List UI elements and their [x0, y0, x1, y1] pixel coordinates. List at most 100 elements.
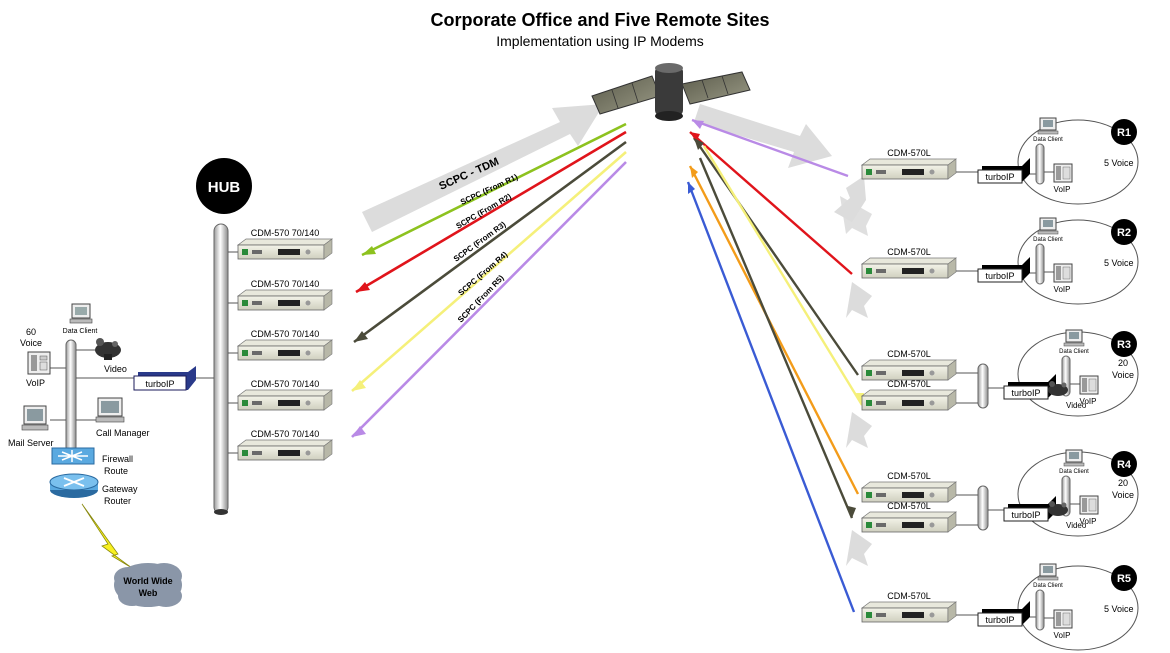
turboip-label: turboIP	[1011, 388, 1040, 398]
voip-label: VoIP	[26, 378, 45, 388]
video-camera-icon	[95, 338, 121, 360]
remote-r3-modem-1-label: CDM-570L	[887, 349, 931, 359]
data-client-label: Data Client	[1059, 469, 1089, 475]
remote-r5-modem-1: CDM-570L	[860, 591, 958, 623]
video-label: Video	[1066, 521, 1087, 530]
data-client-label: Data Client	[63, 328, 98, 335]
data-client-icon	[69, 303, 93, 324]
site-badge-r1	[1111, 119, 1137, 145]
world-wide-web-cloud	[114, 563, 182, 607]
voice-count: 20	[1118, 478, 1128, 488]
remote-r1-modem-1-label: CDM-570L	[887, 148, 931, 158]
site-badge-label: R2	[1117, 227, 1131, 239]
remote-r1-modem-1: CDM-570L	[860, 148, 958, 180]
link-r5-to-hub	[351, 161, 627, 438]
hub-modem-1: CDM-570 70/140	[236, 228, 334, 260]
cloud-label-2: Web	[139, 588, 158, 598]
remote-r3-modem-1: CDM-570L	[860, 349, 958, 381]
hub-arrowheads	[352, 246, 376, 437]
turboip-device	[977, 268, 1023, 283]
site-badge-label: R3	[1117, 339, 1131, 351]
firewall-label-2: Route	[104, 466, 128, 476]
voice-label: 5 Voice	[1104, 258, 1134, 268]
video-label: Video	[1066, 401, 1087, 410]
diagram-title: Corporate Office and Five Remote Sites	[430, 10, 769, 30]
remote-r4-modem-2-label: CDM-570L	[887, 501, 931, 511]
remote-r3-modem-2: CDM-570L	[860, 379, 958, 411]
voice-label: Voice	[20, 338, 42, 348]
turboip-device	[1003, 507, 1049, 522]
link-r3-to-hub	[353, 140, 627, 344]
hub-modem-1-label: CDM-570 70/140	[251, 228, 320, 238]
corporate-turboip-device	[133, 366, 196, 391]
turboip-label: turboIP	[985, 615, 1014, 625]
voice-count: 20	[1118, 358, 1128, 368]
site-badge-r3	[1111, 331, 1137, 357]
remote-r2-modem-1-label: CDM-570L	[887, 247, 931, 257]
remote-r3-modem-2-label: CDM-570L	[887, 379, 931, 389]
turboip-label: turboIP	[1011, 510, 1040, 520]
gateway-router-icon	[49, 473, 99, 498]
site-badge-r2	[1111, 219, 1137, 245]
data-client-label: Data Client	[1033, 583, 1063, 589]
voip-phone-icon	[27, 351, 51, 375]
link-r4-to-hub	[351, 151, 627, 392]
voice-label: 5 Voice	[1104, 158, 1134, 168]
site-badge-label: R1	[1117, 127, 1131, 139]
hub-modem-5: CDM-570 70/140	[236, 429, 334, 461]
hub-modem-4: CDM-570 70/140	[236, 379, 334, 411]
remote-r4-modem-1: CDM-570L	[860, 471, 958, 503]
hub-modem-5-label: CDM-570 70/140	[251, 429, 320, 439]
turboip-device	[1003, 385, 1049, 400]
data-client-label: Data Client	[1033, 137, 1063, 143]
mail-server-icon	[21, 405, 49, 431]
voip-label: VoIP	[1080, 517, 1097, 526]
corporate-office: Data Client 60 Voice VoIP Video turboIP	[8, 303, 214, 607]
turboip-device	[977, 612, 1023, 627]
diagram-subtitle: Implementation using IP Modems	[496, 33, 704, 49]
call-manager-icon	[95, 397, 125, 423]
site-badge-r5	[1111, 565, 1137, 591]
hub-modem-4-label: CDM-570 70/140	[251, 379, 320, 389]
firewall-label-1: Firewall	[102, 454, 133, 464]
corporate-turboip-label: turboIP	[145, 379, 174, 389]
corporate-lan-bus	[65, 339, 77, 453]
cloud-label-1: World Wide	[123, 576, 172, 586]
remote-r5-modem-1-label: CDM-570L	[887, 591, 931, 601]
turboip-device	[977, 169, 1023, 184]
hub-label: HUB	[208, 179, 241, 196]
remote-arrowheads	[688, 120, 864, 518]
voip-label: VoIP	[1054, 185, 1071, 194]
remote-r4-modem-1-label: CDM-570L	[887, 471, 931, 481]
site-badge-label: R4	[1117, 459, 1132, 471]
hub-modem-3-label: CDM-570 70/140	[251, 329, 320, 339]
firewall-router-icon	[51, 447, 95, 465]
voice-label: Voice	[1112, 370, 1134, 380]
call-manager-label: Call Manager	[96, 428, 150, 438]
remote-r4-modem-2: CDM-570L	[860, 501, 958, 533]
mail-server-label: Mail Server	[8, 438, 54, 448]
site-badge-r4	[1111, 451, 1137, 477]
voip-label: VoIP	[1080, 397, 1097, 406]
voip-label: VoIP	[1054, 631, 1071, 640]
hub-return-links	[351, 122, 627, 438]
gateway-label-2: Router	[104, 496, 131, 506]
link-r2-to-hub	[355, 130, 627, 294]
gateway-label-1: Gateway	[102, 484, 138, 494]
voip-label: VoIP	[1054, 285, 1071, 294]
voice-label: 5 Voice	[1104, 604, 1134, 614]
hub-modem-2-label: CDM-570 70/140	[251, 279, 320, 289]
hub-bus	[213, 223, 229, 515]
turboip-label: turboIP	[985, 271, 1014, 281]
data-client-label: Data Client	[1059, 349, 1089, 355]
outbound-flow-arrows	[362, 104, 872, 566]
voice-label: Voice	[1112, 490, 1134, 500]
remote-r2-modem-1: CDM-570L	[860, 247, 958, 279]
